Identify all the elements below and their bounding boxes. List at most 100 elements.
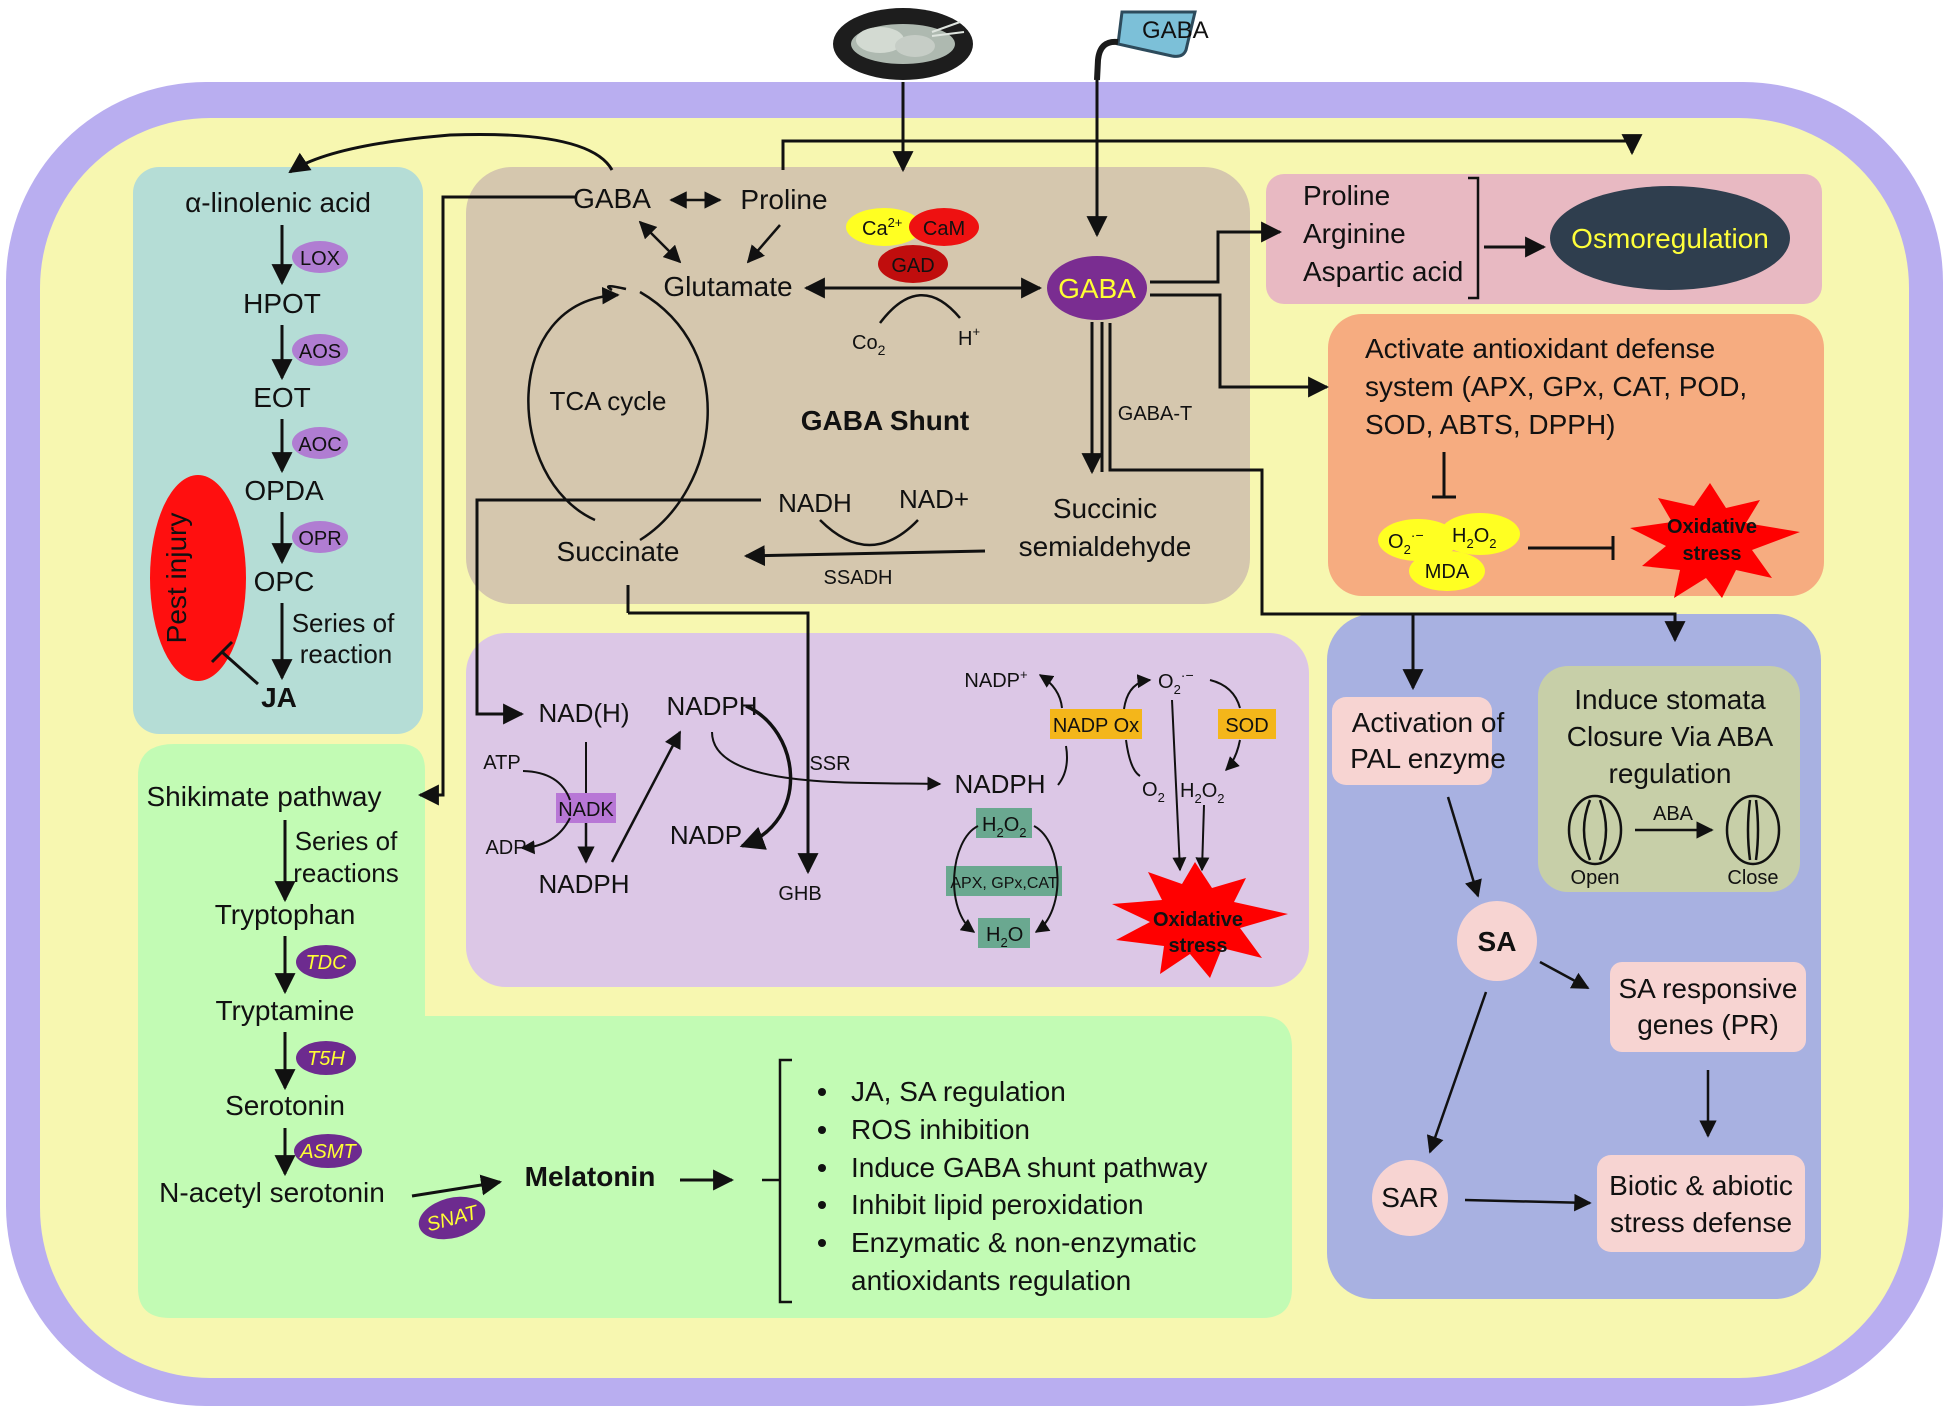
- superoxide-top-label: O2·−: [1158, 667, 1194, 697]
- mda-label: MDA: [1425, 561, 1470, 583]
- sar-node: [1372, 1160, 1448, 1236]
- gaba-shunt-proline: Proline: [740, 184, 827, 215]
- nadp-oxidase-box: [1050, 709, 1142, 739]
- gaba-central-node: [1047, 256, 1147, 320]
- ja-step-2: HPOT: [243, 288, 321, 319]
- enzyme-t5h: T5H: [307, 1048, 345, 1070]
- gaba-shunt-arrows: [527, 191, 1043, 567]
- osmo-item-1: Proline: [1303, 180, 1390, 211]
- sa-genes-line-1: SA responsive: [1619, 973, 1798, 1004]
- ja-step-3: EOT: [253, 382, 311, 413]
- gaba-to-semialdehyde-double-line: [1081, 322, 1104, 475]
- stomata-open-label: Open: [1571, 867, 1620, 889]
- hydrogen-peroxide-label: H2O2: [1452, 525, 1496, 551]
- top-connector-arrows: [288, 80, 1643, 806]
- tca-cycle-label: TCA cycle: [549, 386, 666, 416]
- gaba-t-label: GABA-T: [1118, 403, 1192, 425]
- sa-label: SA: [1478, 926, 1517, 957]
- superoxide-label: O2·−: [1388, 527, 1424, 557]
- melatonin-effects-list: [818, 1088, 826, 1247]
- melatonin-enzyme-ovals: [294, 945, 486, 1240]
- succinic-line-1: Succinic: [1053, 493, 1157, 524]
- nadp-plus-label: NADP+: [964, 667, 1027, 692]
- gaba-shunt-nad-plus: NAD+: [899, 484, 969, 514]
- ros-inhibit-line: [1528, 536, 1615, 560]
- oxygen-label: O2: [1142, 779, 1165, 805]
- antioxidant-line-2: system (APX, GPx, CAT, POD,: [1365, 371, 1747, 402]
- melatonin-step-4: Serotonin: [225, 1090, 345, 1121]
- enzyme-tdc: TDC: [305, 952, 347, 974]
- h2o2-box-label: H2O2: [982, 814, 1026, 840]
- defense-line-2: stress defense: [1610, 1207, 1792, 1238]
- antioxidant-inhibit-line: [1432, 452, 1456, 499]
- nadp-label: NADP: [670, 820, 742, 850]
- stomata-box: [1538, 666, 1800, 892]
- oxidative-stress-2-line-1: Oxidative: [1153, 909, 1243, 931]
- gad-label: GAD: [891, 255, 934, 277]
- nadph-bottom-label: NADPH: [538, 869, 629, 899]
- osmo-item-3: Aspartic acid: [1303, 256, 1463, 287]
- ja-inhibits-pest-line: [210, 640, 259, 686]
- enzyme-asmt: ASMT: [299, 1141, 357, 1163]
- enzyme-opr: OPR: [298, 528, 341, 550]
- insect-pest-icon: [833, 8, 973, 80]
- ja-step-6: JA: [261, 682, 297, 713]
- melatonin-step-3: Tryptamine: [215, 995, 354, 1026]
- pal-line-1: Activation of: [1352, 707, 1505, 738]
- gaba-beaker-icon: [1094, 10, 1197, 81]
- gaba-shunt-title: GABA Shunt: [801, 405, 970, 436]
- antioxidant-line-3: SOD, ABTS, DPPH): [1365, 409, 1616, 440]
- defense-line-1: Biotic & abiotic: [1609, 1170, 1793, 1201]
- enzyme-aos: AOS: [299, 341, 341, 363]
- ghb-label: GHB: [778, 883, 821, 905]
- melatonin-series-note-1: Series of: [295, 826, 398, 856]
- melatonin-effect-6: antioxidants regulation: [851, 1265, 1131, 1296]
- sa-genes-box: [1610, 962, 1806, 1052]
- h2o2-label: H2O2: [1180, 780, 1224, 806]
- melatonin-effects-bracket: [762, 1058, 792, 1304]
- aba-label: ABA: [1653, 803, 1694, 825]
- melatonin-effect-4: Inhibit lipid peroxidation: [851, 1189, 1144, 1220]
- gaba-shunt-nadh: NADH: [778, 488, 852, 518]
- ja-series-note-2: reaction: [300, 639, 393, 669]
- melatonin-effect-5: Enzymatic & non-enzymatic: [851, 1227, 1196, 1258]
- oxidative-stress-2-line-2: stress: [1169, 935, 1228, 957]
- osmo-bracket: [1468, 176, 1480, 300]
- melatonin-product: Melatonin: [525, 1161, 656, 1192]
- oxidative-stress-burst-2: [1112, 862, 1288, 978]
- ja-enzyme-ovals: [292, 241, 348, 553]
- melatonin-step-5: N-acetyl serotonin: [159, 1177, 385, 1208]
- h2o-box-label: H2O: [986, 924, 1023, 950]
- h2o-box: [978, 918, 1030, 948]
- pal-activation-box: [1332, 697, 1492, 785]
- ros-cluster: [1378, 513, 1520, 591]
- ja-step-5: OPC: [254, 566, 315, 597]
- melatonin-step-2: Tryptophan: [215, 899, 356, 930]
- ja-series-note-1: Series of: [292, 608, 395, 638]
- melatonin-step-1: Shikimate pathway: [146, 781, 381, 812]
- stomata-closed-icon: [1725, 794, 1781, 866]
- defense-box: [1597, 1155, 1805, 1252]
- gaba-central-label: GABA: [1058, 273, 1136, 304]
- osmoregulation-node: [1550, 186, 1790, 290]
- sa-node: [1457, 901, 1537, 981]
- melatonin-series-note-2: reactions: [293, 858, 399, 888]
- pest-injury-oval: [150, 475, 246, 681]
- enzyme-lox: LOX: [300, 248, 340, 270]
- co2-label: Co2: [852, 332, 886, 358]
- sar-label: SAR: [1381, 1182, 1439, 1213]
- apx-box: [946, 866, 1062, 896]
- melatonin-pathway-arrows: [274, 820, 735, 1198]
- nadph-mid-label: NADPH: [666, 691, 757, 721]
- sa-panel-arrows: [1426, 796, 1717, 1212]
- gaba-shunt-ssadh: SSADH: [824, 567, 893, 589]
- melatonin-panel: [138, 744, 1292, 1318]
- sod-box: [1218, 709, 1276, 739]
- gaba-output-arrows: [626, 221, 1686, 875]
- stomata-line-2: Closure Via ABA: [1567, 721, 1774, 752]
- apx-label: APX, GPx,CAT: [950, 875, 1058, 892]
- ssr-label: SSR: [809, 753, 850, 775]
- gaba-beaker-label: GABA: [1142, 17, 1209, 44]
- adp-label: ADP: [485, 837, 526, 859]
- gaba-shunt-succinate: Succinate: [557, 536, 680, 567]
